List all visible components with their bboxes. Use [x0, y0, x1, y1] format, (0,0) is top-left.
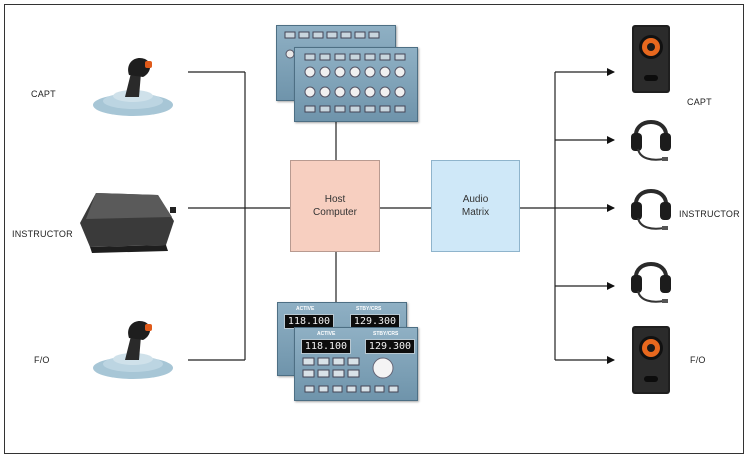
capt-output-label: CAPT	[687, 97, 712, 107]
speaker-icon	[632, 326, 670, 394]
foot-pedal-icon	[80, 193, 176, 253]
headset-icon	[631, 189, 671, 230]
audio-matrix-box: Audio Matrix	[431, 160, 520, 252]
fo-output-label: F/O	[690, 355, 706, 365]
headset-icon	[631, 120, 671, 161]
stby-label: STBY/CRS	[373, 331, 399, 337]
instructor-output-label: INSTRUCTOR	[679, 209, 740, 219]
instructor-input-label: INSTRUCTOR	[12, 229, 73, 239]
audio-panel-icon	[294, 47, 418, 122]
host-computer-box: Host Computer	[290, 160, 380, 252]
active-frequency: 118.100	[301, 339, 351, 354]
radio-panel-icon: ACTIVE STBY/CRS 118.100 129.300	[294, 327, 418, 401]
capt-input-label: CAPT	[31, 89, 56, 99]
active-label: ACTIVE	[317, 331, 336, 337]
joystick-icon	[93, 320, 173, 379]
stby-label: STBY/CRS	[356, 306, 382, 312]
headset-icon	[631, 262, 671, 303]
audio-panel-controls	[304, 53, 406, 113]
active-label: ACTIVE	[296, 306, 315, 312]
joystick-icon	[93, 57, 173, 116]
stby-frequency: 129.300	[365, 339, 415, 354]
speaker-icon	[632, 25, 670, 93]
fo-input-label: F/O	[34, 355, 50, 365]
radio-panel-buttons	[302, 357, 399, 393]
diagram-frame	[4, 4, 744, 454]
